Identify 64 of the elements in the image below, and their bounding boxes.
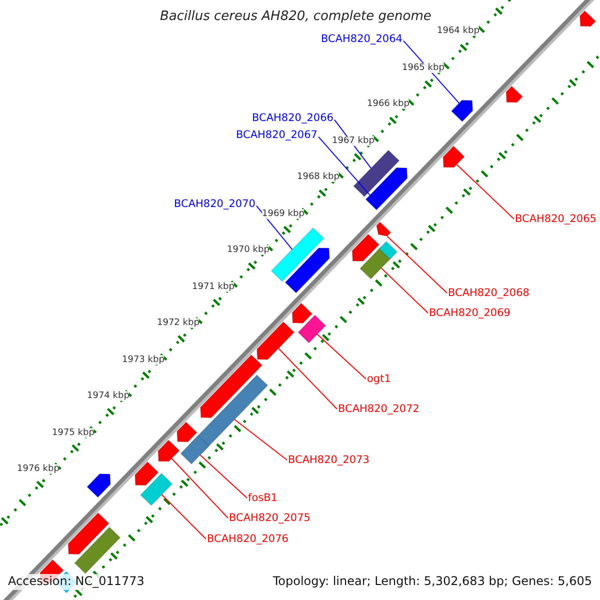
- gene-block: [353, 150, 400, 198]
- map-title: Bacillus cereus AH820, complete genome: [160, 10, 432, 25]
- leader-line: [380, 268, 428, 314]
- gene-label: BCAH820_2070: [174, 198, 256, 210]
- gene-label: BCAH820_2064: [321, 33, 402, 46]
- leader-line: [234, 419, 288, 460]
- gene-block: [74, 526, 121, 574]
- gene-block: [442, 146, 465, 168]
- gene-block: [360, 246, 392, 280]
- gene-block: [352, 234, 380, 262]
- gene-block: [86, 474, 111, 498]
- scale-label: 1973 kbp: [122, 354, 164, 365]
- footer-text: Accession: NC_011773: [6, 574, 146, 590]
- gene-label: BCAH820_2076: [207, 533, 288, 546]
- gene-label: BCAH820_2075: [229, 512, 310, 524]
- scale-label: 1971 kbp: [192, 282, 234, 292]
- scale-label: 1976 kbp: [17, 464, 60, 474]
- gene-block: [158, 440, 180, 462]
- scale-label: 1970 kbp: [227, 245, 270, 256]
- gene-label: ogt1: [367, 373, 391, 386]
- scale-label: 1969 kbp: [262, 208, 304, 219]
- gene-block: [580, 10, 596, 27]
- scale-label: 1965 kbp: [402, 62, 444, 73]
- scale-label: 1972 kbp: [157, 318, 200, 328]
- gene-block: [68, 512, 110, 555]
- gene-label: BCAH820_2067: [236, 129, 318, 142]
- gene-block: [378, 240, 398, 260]
- gene-block: [450, 100, 474, 122]
- gene-block: [134, 461, 159, 486]
- gene-block: [180, 435, 210, 465]
- footer-text: Topology: linear; Length: 5,302,683 bp; Genes: 5,605: [270, 574, 594, 590]
- gene-block: [200, 354, 263, 418]
- gene-block: [369, 167, 408, 206]
- leader-line: [200, 454, 248, 498]
- scale-label: 1967 kbp: [332, 136, 374, 146]
- leader-line: [171, 458, 228, 518]
- gene-label: BCAH820_2072: [338, 403, 420, 416]
- leader-line: [161, 494, 206, 540]
- gene-block: [256, 321, 295, 360]
- gene-block: [284, 248, 330, 294]
- gene-label: BCAH820_2069: [429, 307, 510, 320]
- gene-label: BCAH820_2066: [252, 112, 334, 124]
- gene-block: [176, 422, 198, 442]
- leader-line: [316, 334, 366, 380]
- scale-label: 1964 kbp: [437, 26, 480, 36]
- gene-block: [298, 314, 326, 344]
- gene-label: BCAH820_2068: [448, 287, 530, 300]
- scale-label: 1974 kbp: [87, 391, 130, 402]
- gene-block: [292, 302, 313, 324]
- gene-block: [270, 227, 324, 282]
- scale-label: 1966 kbp: [367, 99, 410, 110]
- leader-line: [256, 205, 293, 250]
- gene-block: [140, 472, 173, 506]
- gene-label: fosB1: [248, 492, 278, 504]
- leader-line: [318, 136, 370, 196]
- gene-block: [506, 86, 524, 103]
- gene-block: [376, 222, 392, 237]
- scale-label: 1975 kbp: [52, 428, 94, 438]
- scale-label: 1968 kbp: [297, 172, 340, 182]
- gene-label: BCAH820_2065: [515, 213, 596, 226]
- leader-line: [456, 164, 514, 220]
- gene-label: BCAH820_2073: [288, 454, 370, 466]
- leader-line: [278, 348, 338, 410]
- leader-line: [386, 236, 448, 294]
